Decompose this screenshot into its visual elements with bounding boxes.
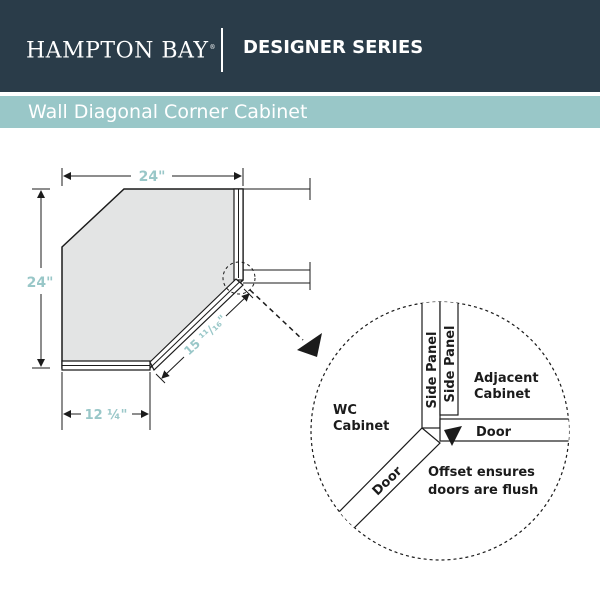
title-band [0,96,600,128]
wc-cabinet-label-line1: WC [333,403,357,418]
dimension-width-label: 24" [139,169,166,185]
offset-note-line1: Offset ensures [428,465,535,480]
side-panel-b-label: Side Panel [443,326,458,403]
brand-logo: HAMPTON BAY® [26,34,216,65]
adjacent-cabinet-label-line2: Cabinet [474,387,530,402]
adjacent-cabinet-label-line1: Adjacent [474,371,539,386]
dimension-width: 24" [61,168,244,186]
dimension-side-label: 12 ¼" [85,408,128,423]
registered-mark: ® [209,44,217,51]
header-bar [0,0,600,92]
wc-cabinet-label-line2: Cabinet [333,419,389,434]
diagonal-door-inner [151,281,240,367]
page-title: Wall Diagonal Corner Cabinet [28,101,308,123]
cabinet-diagram: 24" 24" 12 ¼" 15 ¹¹/₁₆" Side Panel Side … [27,168,570,561]
side-panel-b [439,302,459,416]
detail-callout-circle [222,261,256,295]
offset-arrow-head [444,426,462,446]
callout-arrow-head [297,333,322,357]
offset-note-line2: doors are flush [428,483,538,498]
dimension-side: 12 ¼" [61,372,151,430]
adjacent-door [439,418,569,442]
header-divider [221,28,223,72]
cabinet-plan [61,178,322,371]
dimension-height-label: 24" [27,275,54,291]
detail-callout-leader [249,289,304,341]
detail-view: Side Panel Side Panel WC Cabinet Adjacen… [310,301,570,561]
diagonal-door [149,278,244,371]
side-panel-a-label: Side Panel [425,332,440,409]
dimension-height: 24" [27,188,54,369]
series-title: DESIGNER SERIES [243,37,424,58]
brand-name: HAMPTON BAY [26,38,209,64]
cabinet-body [61,188,244,369]
adjacent-door-label: Door [476,425,512,440]
